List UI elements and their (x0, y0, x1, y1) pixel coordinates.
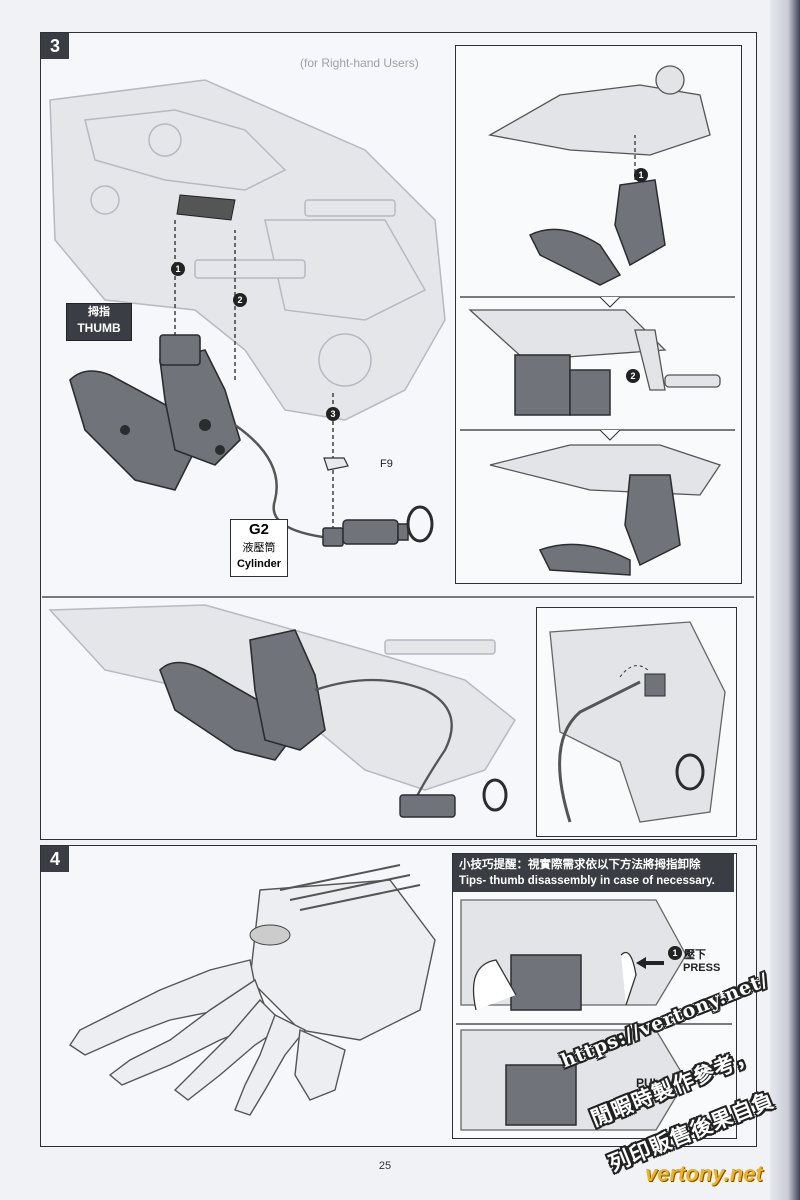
thumb-label-en: THUMB (77, 321, 121, 335)
inset-view-2-illustration (468, 309, 721, 416)
g2-cn: 液壓筒 (242, 542, 276, 554)
page-number: 25 (378, 1160, 392, 1172)
f9-label: F9 (380, 458, 393, 470)
g2-code: G2 (248, 521, 269, 538)
inset-marker-2: 2 (626, 369, 640, 383)
step4-hand-illustration (69, 864, 436, 1116)
inset-view-3-illustration (489, 444, 722, 576)
g2-en: Cylinder (236, 558, 281, 570)
step3-header-text: (for Right-hand Users) (300, 56, 419, 70)
f9-part-icon (323, 457, 349, 471)
step3-assembled-illustration (48, 604, 516, 818)
press-label-cn: 壓下 (684, 949, 706, 961)
thumb-part-illustration (69, 334, 241, 491)
inset-dividers (460, 296, 735, 441)
divider-line (42, 596, 754, 598)
tips-pull-illustration (456, 1023, 732, 1131)
step3-marker-1: 1 (171, 262, 185, 276)
inset-view-1-illustration (488, 65, 711, 286)
step3-marker-2: 2 (233, 293, 247, 307)
g2-cylinder-label: G2 液壓筒 Cylinder (230, 519, 288, 577)
step3-number: 3 (41, 33, 69, 59)
inset-marker-1: 1 (634, 168, 648, 182)
page-binding-edge (770, 0, 800, 1200)
step4-number: 4 (41, 846, 69, 872)
tips-header: 小技巧提醒：視實際需求依以下方法將拇指卸除 Tips- thumb disass… (453, 854, 734, 892)
press-marker-1: 1 (668, 946, 682, 960)
step3-detail-illustration (549, 621, 726, 823)
press-label-en: PRESS (683, 962, 721, 974)
thumb-label-cn: 拇指 (88, 306, 110, 318)
thumb-label: 拇指 THUMB (66, 303, 132, 341)
step3-hand-frame-illustration (49, 79, 446, 530)
pull-label: PULL (636, 1076, 668, 1090)
step3-marker-3: 3 (326, 407, 340, 421)
tips-title-cn: 小技巧提醒：視實際需求依以下方法將拇指卸除 (459, 859, 701, 871)
tips-title-en: Tips- thumb disassembly in case of neces… (459, 875, 715, 887)
watermark-brand: vertony.net (645, 1161, 763, 1186)
cylinder-part-illustration (234, 423, 434, 547)
tips-press-illustration (460, 899, 687, 1011)
